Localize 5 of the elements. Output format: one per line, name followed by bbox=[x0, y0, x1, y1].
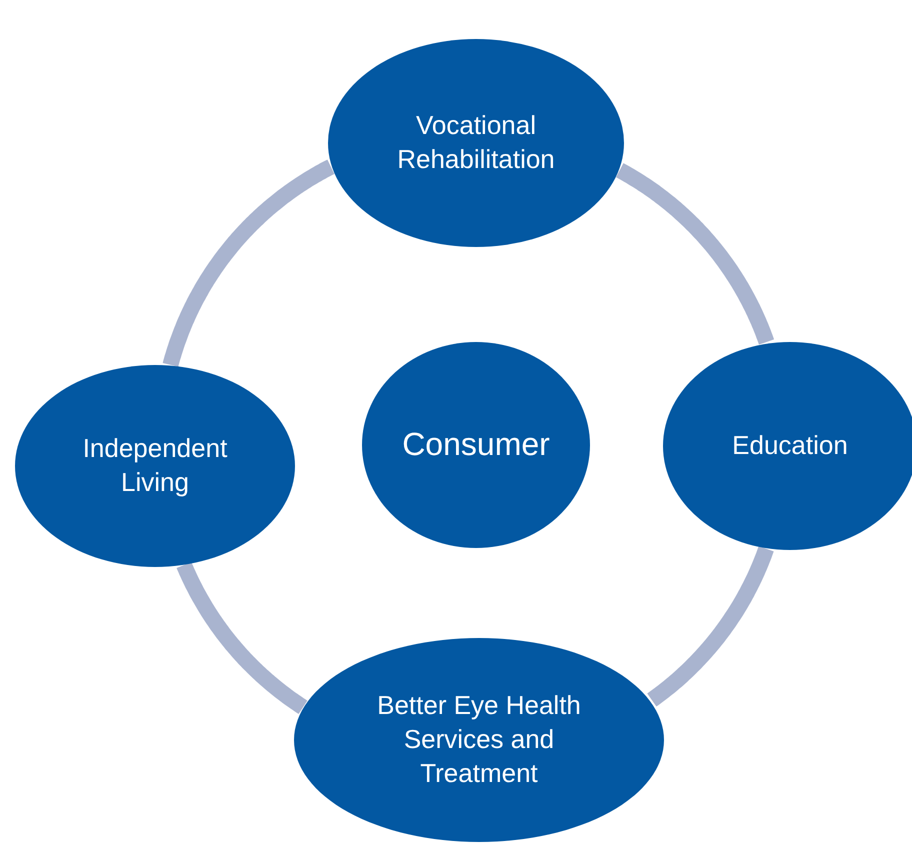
node-label: Education bbox=[732, 429, 848, 462]
node-label: Better Eye Health Services and Treatment bbox=[376, 689, 582, 790]
node-label: Independent Living bbox=[82, 432, 228, 499]
node-label: Vocational Rehabilitation bbox=[396, 109, 556, 176]
node-label: Consumer bbox=[402, 425, 550, 464]
